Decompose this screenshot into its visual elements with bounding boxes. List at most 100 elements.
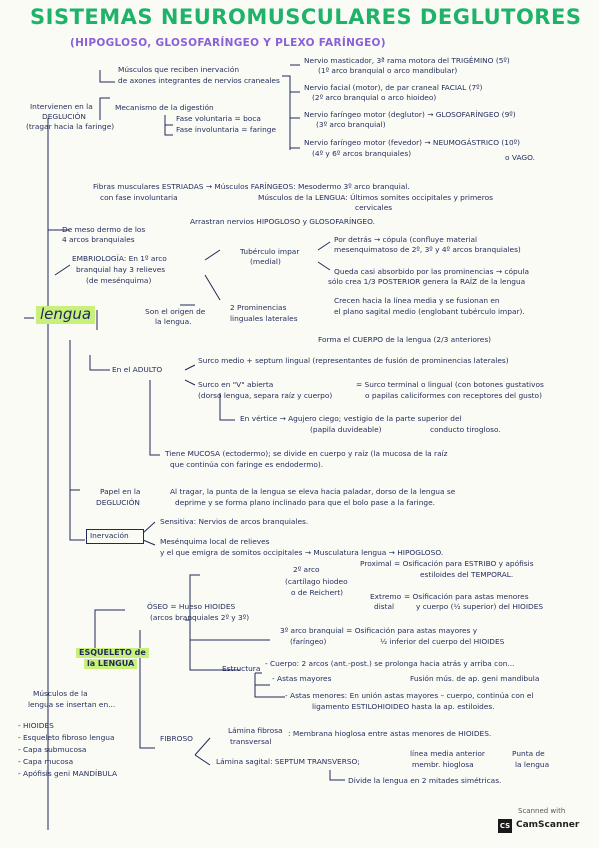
musc-list-heading-2: lengua se insertan en...	[28, 700, 116, 709]
nervio-masticador: Nervio masticador, 3ª rama motora del TR…	[304, 56, 510, 65]
sensitiva-text: Sensitiva: Nervios de arcos branquiales.	[160, 517, 309, 526]
relieves-text: branquial hay 3 relieves	[76, 265, 166, 274]
cuerpo-inferior: ½ inferior del cuerpo del HIOIDES	[380, 637, 505, 646]
mecanismo-text: Mecanismo de la digestión	[115, 103, 214, 112]
watermark-line1: Scanned with	[518, 807, 566, 815]
list-item: - HIOIDES	[18, 721, 54, 730]
fase-voluntaria: Fase voluntaria = boca	[176, 114, 261, 123]
arcos-2-3: (arcos branquiales 2º y 3º)	[150, 613, 250, 622]
prominencias-laterales: linguales laterales	[230, 314, 298, 323]
plano-sagital: el plano sagital medio (englobant tubérc…	[334, 307, 525, 316]
deglucion-text: DEGLUCIÓN	[42, 112, 86, 121]
lamina-sagital: Lámina sagital: SEPTUM TRANSVERSO;	[216, 757, 360, 766]
musculos-text: Músculos que reciben inervación	[118, 65, 240, 74]
copula-detail: mesenquimatoso de 2º, 3º y 4º arcos bran…	[334, 245, 521, 254]
astas-menores-osif: = Osificación para astas menores	[404, 592, 529, 601]
list-item: - Esqueleto fibroso lengua	[18, 733, 115, 742]
vago-text: o VAGO.	[505, 153, 535, 162]
surco-medio: Surco medio + septum lingual (representa…	[198, 356, 509, 365]
extremo-text: Extremo	[370, 592, 402, 601]
deglucion-papel: DEGLUCIÓN	[96, 498, 140, 507]
fibroso-label: FIBROSO	[160, 734, 193, 743]
origen-text-2: la lengua.	[155, 317, 192, 326]
mucosa-raiz: que continúa con faringe es endodermo).	[170, 460, 324, 469]
raiz-lengua: sólo crea 1/3 POSTERIOR genera la RAÍZ d…	[328, 277, 526, 286]
nervio-facial: Nervio facial (motor), de par craneal FA…	[304, 83, 483, 92]
hipogloso-text: y el que emigra de somitos occipitales →…	[160, 548, 444, 557]
agujero-ciego: En vértice → Agujero ciego; vestigio de …	[240, 414, 462, 423]
linea-media: línea media anterior	[410, 749, 485, 758]
adulto-label: En el ADULTO	[112, 365, 163, 374]
crecen-text: Crecen hacia la línea media y se fusiona…	[334, 296, 500, 305]
temporal-text: estiloides del TEMPORAL.	[420, 570, 514, 579]
membr-hioglosa: membr. hioglosa	[412, 760, 474, 769]
arco-mandibular: (1º arco branquial o arco mandibular)	[318, 66, 458, 75]
page-subtitle: (HIPOGLOSO, GLOSOFARÍNGEO Y PLEXO FARÍNG…	[70, 37, 386, 49]
la-lengua: la lengua	[515, 760, 550, 769]
estructura-label: Estructura	[222, 664, 261, 673]
nervio-faringeo-deglutor: Nervio faríngeo motor (deglutor) → GLOSO…	[304, 110, 516, 119]
copula-text: Por detrás → cópula (confluye material	[334, 235, 478, 244]
astas-menores: - Astas menores: En unión astas mayores …	[285, 691, 534, 700]
watermark-line2: CamScanner	[516, 820, 580, 830]
lengua-label: lengua	[36, 306, 96, 324]
transversal-text: transversal	[230, 737, 272, 746]
reichert: o de Reichert)	[291, 588, 343, 597]
mesenquima-local: Mesénquima local de relieves	[160, 537, 270, 546]
divide-lengua: Divide la lengua en 2 mitades simétricas…	[348, 776, 502, 785]
astas-mayores: - Astas mayores	[272, 674, 332, 683]
papilas-text: o papilas caliciformes con receptores de…	[365, 391, 542, 400]
membrana-hioglosa: : Membrana hioglosa entre astas menores …	[288, 729, 492, 738]
tercer-arco: (3º arco branquial)	[316, 120, 386, 129]
proximal-text: Proximal = Osificación para ESTRIBO y ap…	[360, 559, 534, 568]
arco-hioideo: (2º arco branquial o arco hioideo)	[312, 93, 437, 102]
papel-text: Papel en la	[100, 487, 141, 496]
segundo-arco: 2º arco	[293, 565, 320, 574]
musc-list-heading: Músculos de la	[33, 689, 88, 698]
lamina-fibrosa: Lámina fibrosa	[228, 726, 283, 735]
fase-involuntaria-note: con fase involuntaria	[100, 193, 178, 202]
prominencias: 2 Prominencias	[230, 303, 287, 312]
mesodermo-text: De meso dermo de los	[62, 225, 146, 234]
axones-text: de axones integrantes de nervios craneal…	[118, 76, 280, 85]
arcos-4-6: (4º y 6º arcos branquiales)	[312, 149, 412, 158]
fusion-text: Fusión mús. de ap. geni mandibula	[410, 674, 540, 683]
faringeo-text: (faríngeo)	[290, 637, 327, 646]
plano-inclinado: deprime y se forma plano inclinado para …	[175, 498, 435, 507]
camscanner-icon: CS	[498, 819, 512, 833]
surco-terminal: = Surco terminal o lingual (con botones …	[356, 380, 544, 389]
nervio-faringeo-fevedor: Nervio faríngeo motor (fevedor) → NEUMOG…	[304, 138, 521, 147]
tercer-arco-branquial: 3º arco branquial = Osificación para ast…	[280, 626, 478, 635]
papila-text: (papila duvideable)	[310, 425, 382, 434]
list-item: - Apófisis geni MANDÍBULA	[18, 769, 118, 778]
esqueleto-label: ESQUELETO de	[76, 648, 149, 659]
list-item: - Capa mucosa	[18, 757, 74, 766]
cervicales-text: cervicales	[355, 203, 393, 212]
tragar-text: (tragar hacia la faringe)	[26, 122, 115, 131]
mesenquima-text: (de mesénquima)	[86, 276, 152, 285]
ligamento-text: ligamento ESTILOHIOIDEO hasta la ap. est…	[312, 702, 495, 711]
conducto-tirogloso: conducto tirogloso.	[430, 425, 501, 434]
queda-absorbido: Queda casi absorbido por las prominencia…	[334, 267, 529, 276]
camscanner-watermark: Scanned with CS CamScanner	[498, 807, 588, 838]
inervacion-label: Inervación	[90, 531, 129, 540]
fibras-text: Fibras musculares ESTRIADAS → Músculos F…	[93, 182, 410, 191]
punta-de: Punta de	[512, 749, 545, 758]
al-tragar: Al tragar, la punta de la lengua se elev…	[170, 487, 456, 496]
mucosa-text: Tiene MUCOSA (ectodermo); se divide en c…	[165, 449, 448, 458]
cuerpo-hioides: - Cuerpo: 2 arcos (ant.-post.) se prolon…	[265, 659, 515, 668]
cuerpo-lengua: Forma el CUERPO de la lengua (2/3 anteri…	[318, 335, 492, 344]
dorso-lengua: (dorso lengua, separa raíz y cuerpo)	[198, 391, 333, 400]
cuerpo-superior: y cuerpo (½ superior) del HIOIDES	[416, 602, 544, 611]
esqueleto-label-2: la LENGUA	[84, 659, 138, 670]
oseo-hioides: ÓSEO = Hueso HIOIDES	[147, 602, 236, 611]
list-item: - Capa submucosa	[18, 745, 87, 754]
page-title: SISTEMAS NEUROMUSCULARES DEGLUTORES	[30, 5, 582, 29]
inervacion-box	[86, 529, 144, 544]
surco-v: Surco en "V" abierta	[198, 380, 274, 389]
embriologia-text: EMBRIOLOGÍA: En 1º arco	[72, 254, 167, 263]
intervienen-text: Intervienen en la	[30, 102, 93, 111]
fase-involuntaria: Fase involuntaria = faringe	[176, 125, 276, 134]
tuberculo-impar: Tubérculo impar	[240, 247, 300, 256]
